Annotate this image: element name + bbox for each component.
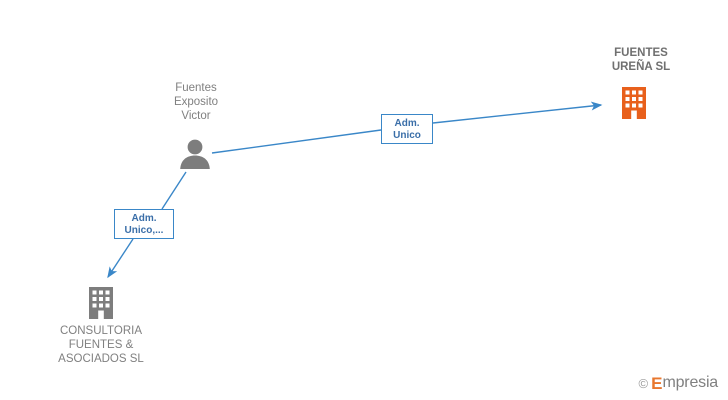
- edge-label-adm-unico-more[interactable]: Adm. Unico,...: [114, 209, 174, 239]
- edge-label-2-line-2: Unico,...: [124, 225, 164, 236]
- edge-person-to-target: [211, 129, 382, 154]
- brand-name: mpresia: [662, 374, 718, 391]
- node-label-person: Fuentes Exposito Victor: [148, 81, 244, 123]
- brand-initial: E: [651, 373, 663, 393]
- node-label-related-line-2: FUENTES &: [68, 339, 134, 351]
- company-icon-target[interactable]: [617, 85, 651, 119]
- edge-person-to-related-b: [107, 238, 134, 279]
- node-label-person-line-2: Exposito: [173, 96, 219, 108]
- edge-label-1-line-2: Unico: [393, 130, 421, 141]
- edge-person-to-target-b: [432, 101, 603, 124]
- edge-label-adm-unico[interactable]: Adm. Unico: [381, 114, 433, 144]
- person-icon[interactable]: [177, 139, 213, 169]
- node-label-target-company: FUENTES UREÑA SL: [571, 46, 711, 74]
- edge-label-1-line-1: Adm.: [394, 118, 420, 129]
- company-icon-related[interactable]: [84, 285, 118, 319]
- node-label-target-line-1: FUENTES: [614, 47, 668, 59]
- node-label-related-company: CONSULTORIA FUENTES & ASOCIADOS SL: [31, 324, 171, 366]
- copyright-symbol: ©: [638, 375, 649, 391]
- edge-label-2-line-1: Adm.: [131, 213, 157, 224]
- node-label-target-line-2: UREÑA SL: [611, 61, 671, 73]
- node-label-related-line-1: CONSULTORIA: [59, 325, 142, 337]
- node-label-person-line-3: Victor: [181, 110, 211, 122]
- watermark: © E mpresia: [638, 373, 719, 393]
- edge-person-to-related: [161, 171, 187, 210]
- node-label-related-line-3: ASOCIADOS SL: [58, 353, 144, 365]
- node-label-person-line-1: Fuentes: [175, 82, 217, 94]
